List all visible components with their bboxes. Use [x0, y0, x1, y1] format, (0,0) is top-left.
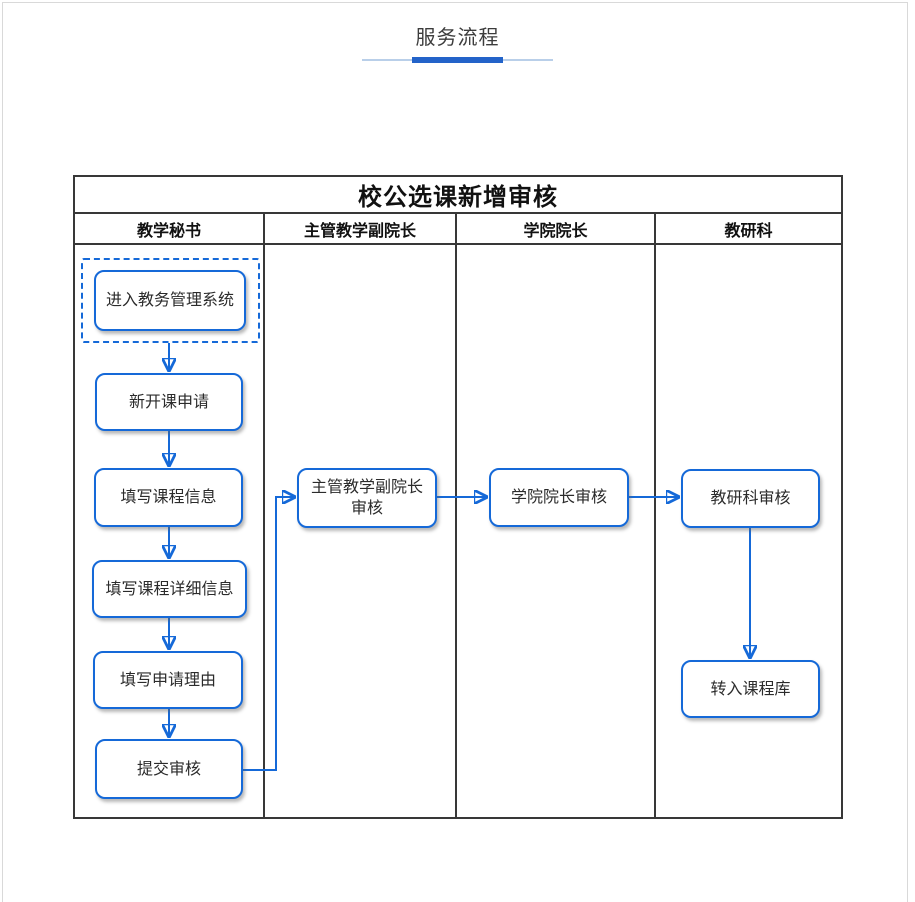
lane-column-vice-dean — [265, 245, 457, 817]
lane-column-dean — [457, 245, 656, 817]
lane-header-dean: 学院院长 — [457, 214, 656, 243]
flow-node-new-course-request: 新开课申请 — [95, 373, 243, 431]
lane-column-teaching-research-section — [656, 245, 841, 817]
flow-node-dean-review: 学院院长审核 — [489, 468, 629, 527]
flow-node-submit-review: 提交审核 — [95, 739, 243, 799]
section-title: 服务流程 — [415, 27, 500, 49]
flow-node-fill-reason: 填写申请理由 — [93, 651, 243, 709]
lane-header-teaching-secretary: 教学秘书 — [75, 214, 265, 243]
start-node-dashed-outline — [81, 258, 260, 343]
title-underline-track — [362, 57, 553, 63]
title-underline-bar — [412, 57, 503, 63]
lane-header-vice-dean: 主管教学副院长 — [265, 214, 457, 243]
flow-node-to-course-library: 转入课程库 — [681, 660, 820, 718]
flow-node-enter-system: 进入教务管理系统 — [94, 270, 246, 331]
lane-headers: 教学秘书 主管教学副院长 学院院长 教研科 — [75, 214, 841, 245]
flowchart-title: 校公选课新增审核 — [75, 177, 841, 214]
flow-node-vice-dean-review: 主管教学副院长 审核 — [297, 468, 437, 528]
flow-node-fill-course-info: 填写课程信息 — [94, 468, 243, 527]
flow-node-fill-course-detail: 填写课程详细信息 — [92, 560, 247, 618]
lane-header-teaching-research-section: 教研科 — [724, 222, 773, 240]
flow-node-research-review: 教研科审核 — [681, 469, 820, 528]
